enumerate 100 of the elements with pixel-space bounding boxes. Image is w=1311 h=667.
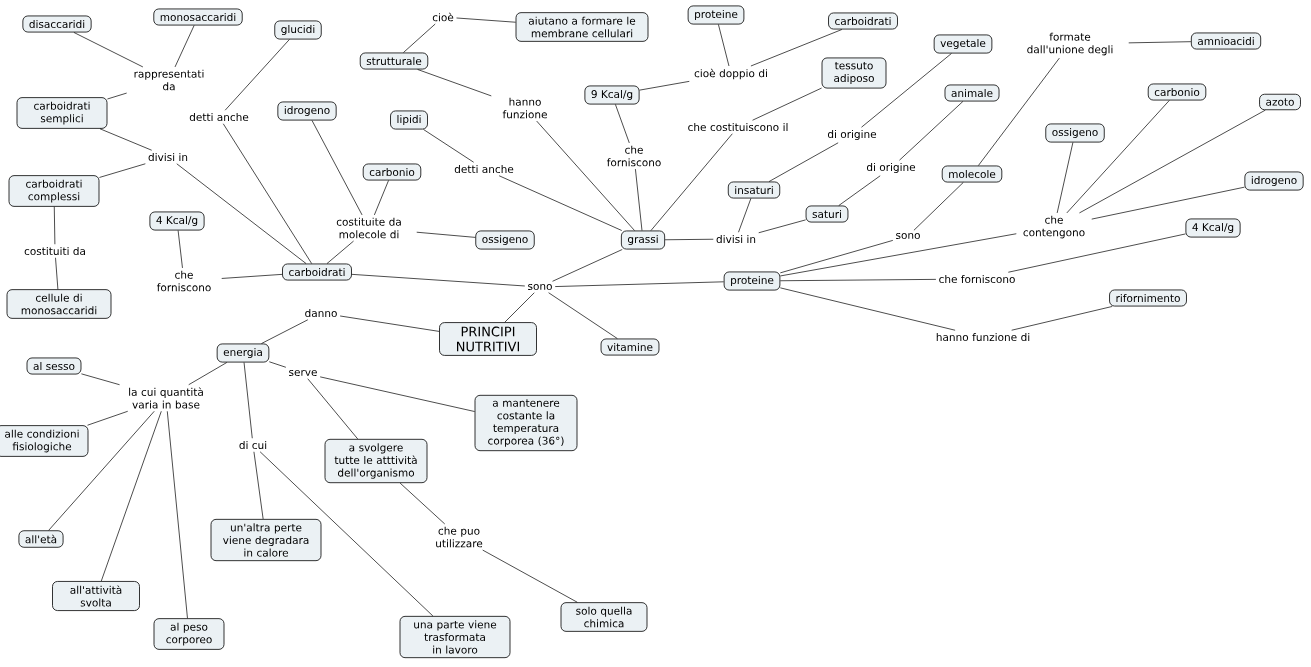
connector-line bbox=[307, 378, 359, 440]
concept-box: lipidi bbox=[390, 110, 428, 130]
concept-box: proteine bbox=[723, 271, 781, 291]
linking-phrase: formate dall'unione degli bbox=[1027, 32, 1113, 56]
concept-box: grassi bbox=[620, 230, 666, 250]
connector-line bbox=[253, 451, 264, 520]
linking-phrase: costituite da molecole di bbox=[336, 217, 401, 239]
concept-box: aiutano a formare le membrane cellulari bbox=[515, 12, 649, 42]
linking-phrase: che costituiscono il bbox=[688, 122, 788, 132]
linking-phrase: costituiti da bbox=[24, 246, 85, 256]
concept-box: vitamine bbox=[600, 338, 660, 356]
concept-box: azoto bbox=[1259, 93, 1301, 111]
concept-box: 9 Kcal/g bbox=[584, 85, 640, 105]
concept-box: a mantenere costante la temperatura corporea (36°) bbox=[474, 394, 578, 452]
connector-line bbox=[635, 168, 643, 231]
linking-phrase: di origine bbox=[827, 129, 877, 141]
concept-box: al sesso bbox=[26, 357, 82, 375]
connector-line bbox=[55, 257, 59, 290]
connector-line bbox=[913, 182, 964, 231]
concept-box: carboidrati bbox=[282, 263, 352, 281]
connector-line bbox=[73, 32, 144, 68]
concept-box: al peso corporeo bbox=[153, 618, 225, 650]
connector-line bbox=[768, 142, 839, 182]
connector-line bbox=[1011, 306, 1113, 331]
concept-box: carbonio bbox=[1147, 83, 1207, 101]
connector-line bbox=[53, 206, 56, 245]
concept-box: vegetale bbox=[933, 34, 993, 54]
linking-phrase: hanno funzione di bbox=[936, 332, 1030, 342]
linking-phrase: di origine bbox=[866, 162, 916, 174]
connector-line bbox=[176, 163, 307, 264]
connector-line bbox=[423, 129, 474, 163]
connector-line bbox=[838, 175, 881, 206]
connector-line bbox=[664, 238, 714, 241]
concept-box: idrogeno bbox=[277, 101, 337, 121]
connector-line bbox=[268, 361, 287, 368]
linking-phrase: che puo utilizzare bbox=[436, 526, 483, 548]
connector-line bbox=[99, 128, 153, 151]
linking-phrase: sono bbox=[528, 284, 552, 290]
connector-line bbox=[259, 451, 434, 617]
linking-phrase: che forniscono bbox=[939, 274, 1015, 284]
connector-line bbox=[548, 292, 618, 339]
connector-line bbox=[615, 104, 630, 144]
connector-line bbox=[319, 376, 475, 412]
connector-line bbox=[456, 17, 516, 23]
connector-line bbox=[399, 482, 446, 525]
concept-box: rifornimento bbox=[1109, 289, 1187, 307]
connector-line bbox=[718, 24, 730, 67]
concept-box: un'altra perte viene degradara in calore bbox=[210, 518, 322, 562]
connector-line bbox=[498, 175, 623, 231]
connector-line bbox=[221, 274, 283, 279]
linking-phrase: divisi in bbox=[148, 152, 188, 162]
connector-line bbox=[779, 240, 894, 274]
connector-line bbox=[750, 29, 843, 67]
linking-phrase: hanno funzione bbox=[502, 97, 547, 119]
concept-box: alle condizioni fisiologiche bbox=[0, 425, 89, 457]
connector-line bbox=[504, 292, 535, 323]
connector-line bbox=[978, 57, 1060, 166]
concept-box: carboidrati complessi bbox=[8, 175, 100, 207]
concept-box: 4 Kcal/g bbox=[1185, 218, 1241, 238]
concept-box: cellule di monosaccaridi bbox=[6, 289, 112, 319]
connector-line bbox=[482, 549, 578, 603]
connector-line bbox=[222, 123, 312, 264]
connector-line bbox=[261, 319, 309, 344]
concept-box: tessuto adiposo bbox=[821, 57, 887, 89]
connector-line bbox=[326, 240, 354, 264]
concept-box: amnioacidi bbox=[1190, 32, 1262, 50]
connector-line bbox=[738, 198, 752, 233]
connector-line bbox=[554, 281, 725, 287]
concept-box: carboidrati semplici bbox=[16, 97, 108, 129]
linking-phrase: divisi in bbox=[716, 234, 756, 244]
linking-phrase: che contengono bbox=[1023, 215, 1085, 239]
connector-line bbox=[536, 120, 635, 231]
concept-box: molecole bbox=[941, 165, 1003, 183]
connector-line bbox=[779, 233, 1017, 277]
concept-box: all'attività svolta bbox=[52, 581, 140, 611]
concept-box: a svolgere tutte le atttività dell'organismo bbox=[324, 438, 428, 484]
concept-box: energia bbox=[216, 343, 270, 363]
concept-box: saturi bbox=[805, 205, 849, 223]
connector-line bbox=[1066, 100, 1170, 214]
connector-line bbox=[48, 410, 155, 531]
connector-line bbox=[899, 101, 964, 161]
linking-phrase: detti anche bbox=[454, 164, 514, 174]
concept-box: una parte viene trasformata in lavoro bbox=[399, 615, 511, 659]
connector-line bbox=[339, 315, 440, 332]
connector-line bbox=[416, 231, 476, 238]
connector-line bbox=[752, 87, 822, 121]
concept-box: ossigeno bbox=[475, 230, 535, 250]
connector-line bbox=[1091, 186, 1245, 220]
connector-line bbox=[311, 120, 363, 216]
connector-line bbox=[243, 362, 253, 439]
connector-line bbox=[1007, 233, 1186, 273]
concept-box: carbonio bbox=[362, 163, 422, 181]
concept-box: strutturale bbox=[359, 52, 429, 70]
concept-box: PRINCIPI NUTRITIVI bbox=[439, 322, 537, 356]
linking-phrase: serve bbox=[289, 370, 317, 376]
concept-box: idrogeno bbox=[1244, 171, 1304, 191]
concept-box: solo quella chimica bbox=[560, 602, 648, 632]
concept-box: animale bbox=[944, 84, 1000, 102]
connector-line bbox=[779, 287, 956, 331]
concept-box: all'età bbox=[18, 530, 64, 548]
